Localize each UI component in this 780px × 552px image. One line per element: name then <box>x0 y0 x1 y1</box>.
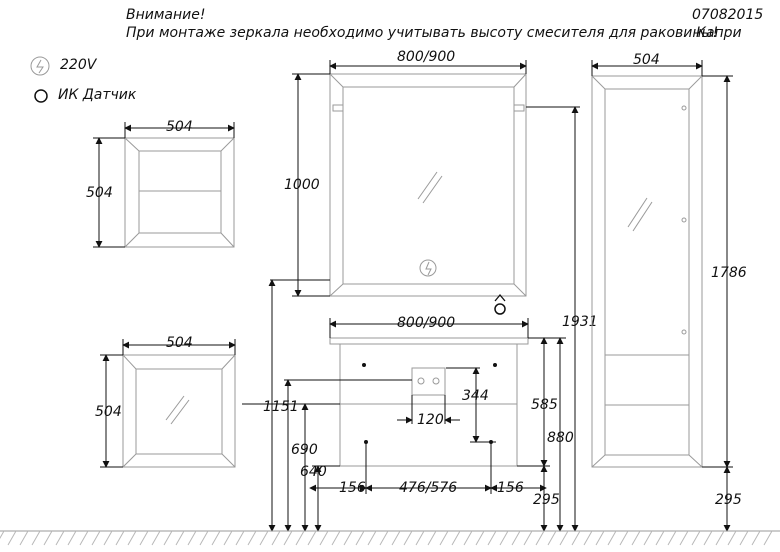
small-cabinet-dims <box>93 122 235 248</box>
warning-text: При монтаже зеркала необходимо учитывать… <box>126 25 719 41</box>
mirror-cabinet-dims <box>100 339 236 468</box>
vanity <box>329 337 529 467</box>
warning-title: Внимание! <box>126 7 206 23</box>
ir-sensor-icon <box>34 89 48 103</box>
power-icon <box>30 56 50 76</box>
sensor-label: ИК Датчик <box>58 87 137 103</box>
vanity-fixings <box>362 363 497 444</box>
mirror-width: 800/900 <box>397 49 456 65</box>
mirror-height: 1000 <box>284 177 320 193</box>
floor-line <box>0 530 780 546</box>
mirror-sensor-icon <box>494 293 506 315</box>
article-code: 07082015 <box>692 7 764 23</box>
column-cabinet <box>591 75 703 468</box>
vanity-dims <box>242 279 566 532</box>
floor-to-mirror-top: 1931 <box>562 314 598 330</box>
outlet-spacing: 120 <box>417 412 444 428</box>
column-dims <box>591 60 733 532</box>
mirror-dims <box>270 60 580 532</box>
power-label: 220V <box>60 57 97 73</box>
model-name: Капри <box>696 25 742 41</box>
small-cabinet <box>124 137 235 248</box>
main-mirror <box>329 73 527 297</box>
mirror-cabinet <box>122 354 236 468</box>
